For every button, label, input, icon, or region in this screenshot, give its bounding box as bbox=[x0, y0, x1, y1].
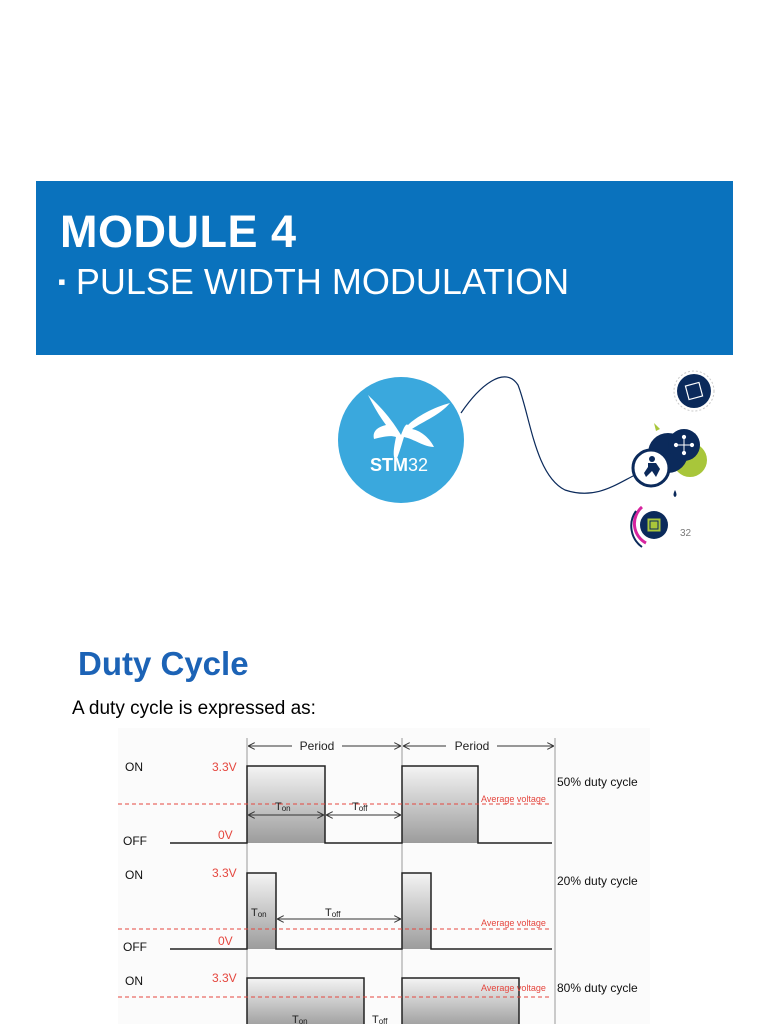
title-slide: MODULE 4 ▪PULSE WIDTH MODULATION STM32 bbox=[36, 181, 733, 548]
period-label: Period bbox=[300, 739, 335, 753]
pulse-shape bbox=[247, 978, 364, 1024]
title-banner: MODULE 4 ▪ PULSE WIDTH MODULATION bbox=[36, 181, 733, 355]
period-2-arrow: Period bbox=[404, 739, 553, 753]
row-20-percent: ON OFF 3.3V 0V Ton Toff Average voltage … bbox=[118, 866, 638, 954]
on-label: ON bbox=[125, 974, 143, 988]
average-voltage-label: Average voltage bbox=[481, 918, 546, 928]
bullet-icon: ▪ bbox=[58, 269, 66, 294]
pulse-shape bbox=[402, 873, 431, 949]
duty-cycle-label: 50% duty cycle bbox=[557, 775, 638, 789]
svg-text:Ton: Ton bbox=[275, 801, 291, 813]
duty-cycle-slide: Duty Cycle A duty cycle is expressed as:… bbox=[0, 565, 768, 1024]
pulse-shape bbox=[247, 873, 276, 949]
low-voltage-label: 0V bbox=[218, 934, 233, 948]
high-voltage-label: 3.3V bbox=[212, 971, 237, 985]
duty-cycle-label: 80% duty cycle bbox=[557, 981, 638, 995]
signal-line bbox=[170, 872, 552, 950]
butterfly-icon bbox=[368, 395, 450, 461]
svg-text:Ton: Ton bbox=[251, 907, 267, 919]
ton-sub: on bbox=[299, 1017, 308, 1024]
period-1-arrow: Period bbox=[249, 739, 400, 753]
average-voltage-label: Average voltage bbox=[481, 983, 546, 993]
pwm-diagram: Period Period ON OFF 3.3V 0V Ton Toff Av… bbox=[118, 728, 650, 1024]
stm32-artwork: STM32 bbox=[338, 370, 715, 548]
chip-icon bbox=[684, 381, 704, 401]
signal-line bbox=[246, 977, 365, 1024]
logo-text: STM bbox=[370, 455, 408, 475]
on-label: ON bbox=[125, 868, 143, 882]
toff-sub: off bbox=[332, 910, 342, 919]
row-50-percent: ON OFF 3.3V 0V Ton Toff Average voltage … bbox=[118, 760, 638, 848]
duty-cycle-label: 20% duty cycle bbox=[557, 874, 638, 888]
period-label: Period bbox=[455, 739, 490, 753]
circuit-icon bbox=[630, 505, 668, 548]
on-label: ON bbox=[125, 760, 143, 774]
low-voltage-label: 0V bbox=[218, 828, 233, 842]
person-jumping-icon bbox=[644, 456, 660, 477]
triangle-icon bbox=[654, 423, 660, 431]
intro-text: A duty cycle is expressed as: bbox=[72, 698, 316, 719]
svg-text:Ton: Ton bbox=[292, 1014, 308, 1024]
module-title: MODULE 4 bbox=[60, 206, 297, 257]
diagram-background bbox=[118, 728, 650, 1024]
pulse-shape bbox=[402, 978, 519, 1024]
stm32-logo: STM32 bbox=[338, 377, 464, 503]
toff-label: T bbox=[325, 907, 332, 919]
ton-sub: on bbox=[258, 910, 267, 919]
svg-text:Toff: Toff bbox=[325, 907, 341, 919]
svg-text:STM32: STM32 bbox=[370, 455, 428, 475]
off-label: OFF bbox=[123, 834, 147, 848]
toff-label: T bbox=[352, 801, 359, 813]
ton-label: T bbox=[275, 801, 282, 813]
high-voltage-label: 3.3V bbox=[212, 866, 237, 880]
average-voltage-label: Average voltage bbox=[481, 794, 546, 804]
network-icon bbox=[673, 434, 695, 456]
ton-sub: on bbox=[282, 804, 291, 813]
row-80-percent: ON 3.3V Average voltage Ton Toff 80% dut… bbox=[118, 971, 638, 1024]
toff-sub: off bbox=[379, 1017, 389, 1024]
slide-title: Duty Cycle bbox=[78, 645, 249, 682]
toff-sub: off bbox=[359, 804, 369, 813]
high-voltage-label: 3.3V bbox=[212, 760, 237, 774]
off-label: OFF bbox=[123, 940, 147, 954]
module-subtitle: ▪ PULSE WIDTH MODULATION bbox=[58, 261, 569, 303]
ton-label: T bbox=[251, 907, 258, 919]
toff-label: T bbox=[372, 1014, 379, 1024]
page-number: 32 bbox=[680, 528, 692, 539]
svg-text:Toff: Toff bbox=[372, 1014, 388, 1024]
subtitle-text: PULSE WIDTH MODULATION bbox=[75, 261, 570, 302]
wave-line bbox=[460, 376, 636, 494]
icon-cluster bbox=[630, 370, 715, 548]
svg-text:Toff: Toff bbox=[352, 801, 368, 813]
ton-label: T bbox=[292, 1014, 299, 1024]
signal-line bbox=[401, 977, 520, 1024]
drop-icon bbox=[673, 490, 677, 497]
logo-text-suffix: 32 bbox=[408, 455, 428, 475]
